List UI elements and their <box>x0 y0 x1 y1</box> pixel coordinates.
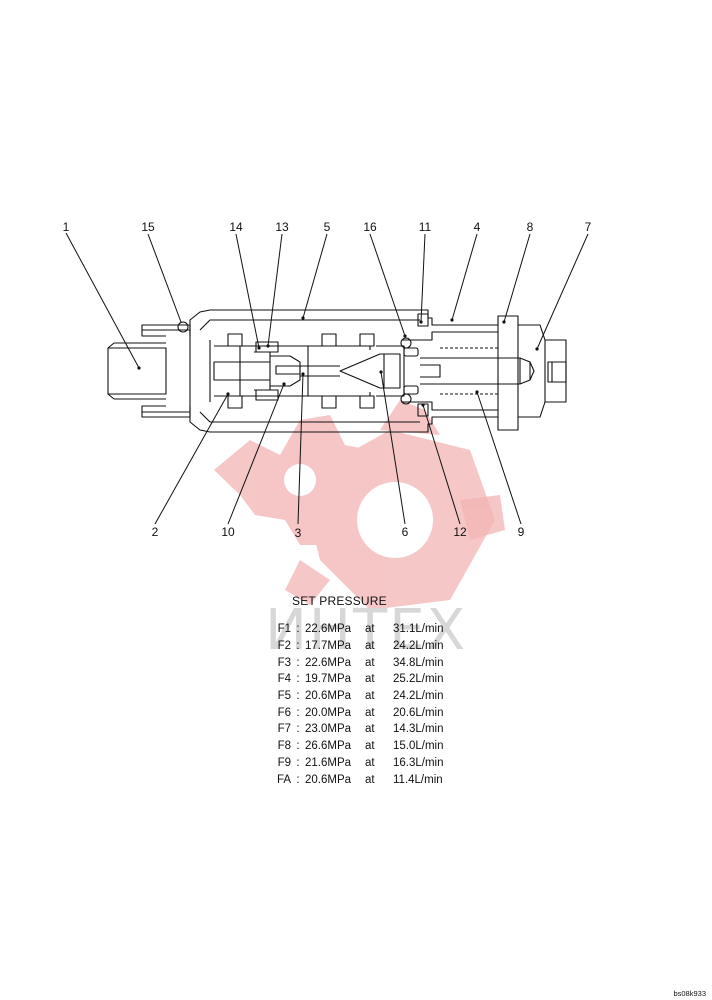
at-label: at <box>365 623 375 636</box>
callout-12: 12 <box>453 525 467 539</box>
poppet-cone <box>339 345 405 397</box>
callout-9: 9 <box>517 525 525 539</box>
at-label: at <box>365 706 375 719</box>
callout-16: 16 <box>363 220 377 234</box>
adjuster <box>400 313 535 417</box>
pressure-row: F6:20.0MPa at 20.6L/min <box>262 704 453 721</box>
at-label: at <box>365 773 375 786</box>
callout-2: 2 <box>151 525 159 539</box>
set-pressure-heading: SET PRESSURE <box>292 594 387 608</box>
separator: : <box>296 673 300 686</box>
callout-4: 4 <box>473 220 481 234</box>
watermark-text: ИНТЕХ <box>265 598 467 663</box>
pressure-code: F5 <box>277 690 291 703</box>
separator: : <box>296 756 300 769</box>
separator: : <box>296 690 300 703</box>
outer-housing <box>189 309 567 433</box>
callout-1: 1 <box>62 220 70 234</box>
pressure-code: F8 <box>277 740 291 753</box>
separator: : <box>296 656 300 669</box>
pressure-value: 19.7MPa <box>305 673 352 686</box>
pressure-value: 22.6MPa <box>305 656 352 669</box>
flow-value: 34.8L/min <box>393 656 444 669</box>
separator: : <box>296 740 300 753</box>
at-label: at <box>365 656 375 669</box>
at-label: at <box>365 673 375 686</box>
callout-11: 11 <box>418 220 432 234</box>
document-code: bs08k933 <box>673 989 706 998</box>
flow-value: 20.6L/min <box>393 706 444 719</box>
flow-value: 25.2L/min <box>393 673 444 686</box>
separator: : <box>296 773 300 786</box>
pressure-row: F8:26.6MPa at 15.0L/min <box>262 738 453 755</box>
pressure-code: F7 <box>277 723 291 736</box>
sleeve <box>209 333 375 409</box>
callout-15: 15 <box>141 220 155 234</box>
flow-value: 11.4L/min <box>393 773 443 786</box>
pressure-code: F6 <box>277 706 291 719</box>
callout-6: 6 <box>401 525 409 539</box>
callout-10: 10 <box>221 525 235 539</box>
separator: : <box>296 706 300 719</box>
pressure-value: 22.6MPa <box>305 623 352 636</box>
at-label: at <box>365 690 375 703</box>
pressure-value: 20.6MPa <box>305 773 352 786</box>
at-label: at <box>365 756 375 769</box>
leader-lines <box>65 232 589 525</box>
separator: : <box>296 640 300 653</box>
pressure-code: F2 <box>277 640 291 653</box>
flow-value: 24.2L/min <box>393 640 444 653</box>
separator: : <box>296 623 300 636</box>
o-ring-15 <box>177 321 189 333</box>
piston <box>213 341 340 401</box>
pressure-value: 26.6MPa <box>305 740 352 753</box>
pressure-row: FA:20.6MPa at 11.4L/min <box>262 771 453 788</box>
callout-5: 5 <box>323 220 331 234</box>
left-connector <box>107 324 191 418</box>
pressure-value: 17.7MPa <box>305 640 352 653</box>
pressure-value: 20.0MPa <box>305 706 352 719</box>
pressure-row: F1:22.6MPa at 31.1L/min <box>262 621 453 638</box>
at-label: at <box>365 723 375 736</box>
pressure-code: F4 <box>277 673 291 686</box>
flow-value: 24.2L/min <box>393 690 444 703</box>
pressure-code: F9 <box>277 756 291 769</box>
callout-3: 3 <box>294 526 302 540</box>
callout-7: 7 <box>584 220 592 234</box>
pressure-row: F4:19.7MPa at 25.2L/min <box>262 671 453 688</box>
pressure-value: 23.0MPa <box>305 723 352 736</box>
at-label: at <box>365 740 375 753</box>
flow-value: 31.1L/min <box>393 623 444 636</box>
flow-value: 14.3L/min <box>393 723 444 736</box>
pressure-value: 21.6MPa <box>305 756 352 769</box>
pressure-row: F9:21.6MPa at 16.3L/min <box>262 755 453 772</box>
pressure-row: F5:20.6MPa at 24.2L/min <box>262 688 453 705</box>
pressure-row: F7:23.0MPa at 14.3L/min <box>262 721 453 738</box>
callout-8: 8 <box>526 220 534 234</box>
pressure-code: F3 <box>277 656 291 669</box>
pressure-value: 20.6MPa <box>305 690 352 703</box>
at-label: at <box>365 640 375 653</box>
pressure-code: FA <box>276 773 291 786</box>
callout-13: 13 <box>275 220 289 234</box>
pressure-code: F1 <box>277 623 291 636</box>
pressure-row: F2:17.7MPa at 24.2L/min <box>262 638 453 655</box>
flow-value: 15.0L/min <box>393 740 444 753</box>
flow-value: 16.3L/min <box>393 756 444 769</box>
callout-14: 14 <box>229 220 243 234</box>
separator: : <box>296 723 300 736</box>
pressure-row: F3:22.6MPa at 34.8L/min <box>262 654 453 671</box>
